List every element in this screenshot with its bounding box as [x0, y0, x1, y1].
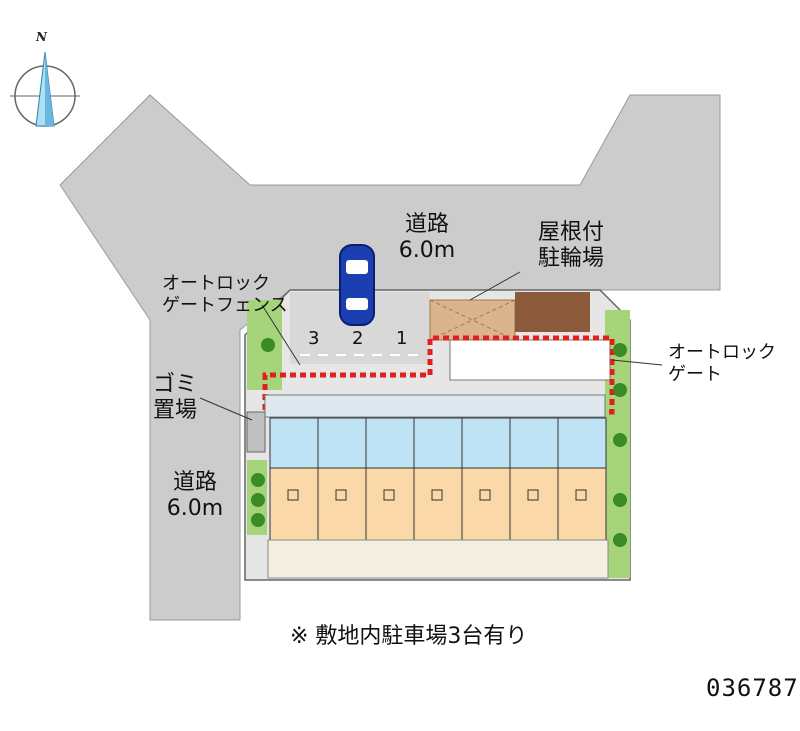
stair-area — [449, 339, 611, 381]
road-top — [59, 94, 721, 621]
bike-parking-label: 屋根付 駐輪場 — [516, 220, 626, 272]
tree-icon — [251, 493, 265, 507]
compass-north-label: N — [36, 30, 47, 44]
garbage-label-line1: ゴミ — [152, 372, 197, 397]
unit-entry — [317, 417, 367, 469]
unit-entry — [557, 417, 607, 469]
unit-entry — [269, 417, 319, 469]
leader-line-garbage — [199, 397, 253, 421]
unit-fixture — [383, 489, 395, 501]
compass-icon — [10, 51, 80, 127]
garbage-area — [246, 411, 266, 453]
tree-icon — [613, 533, 627, 547]
balcony-strip — [267, 539, 609, 579]
unit-fixture — [287, 489, 299, 501]
unit-entry — [461, 417, 511, 469]
autolock-fence-label-line2: ゲートフェンス — [162, 295, 288, 316]
property-id: 036787 — [706, 674, 799, 702]
parking-space-3: 3 — [308, 328, 320, 349]
bike-parking-label-line2: 駐輪場 — [537, 246, 604, 271]
autolock-fence-label-line1: オートロック — [162, 273, 270, 294]
unit-room — [461, 467, 511, 541]
garbage-label-line2: 置場 — [152, 398, 197, 423]
building-corridor — [264, 394, 606, 418]
road-left-label-line1: 道路 — [172, 470, 217, 495]
autolock-fence-label: オートロック ゲートフェンス — [162, 273, 288, 317]
unit-fixture — [431, 489, 443, 501]
bike-rack — [515, 292, 590, 332]
parking-space-2: 2 — [352, 328, 364, 349]
unit-fixture — [479, 489, 491, 501]
tree-icon — [251, 513, 265, 527]
bike-parking-label-line1: 屋根付 — [537, 220, 604, 245]
unit-fixture — [335, 489, 347, 501]
tree-icon — [613, 343, 627, 357]
leader-line-bike — [469, 271, 521, 301]
tree-icon — [613, 433, 627, 447]
unit-room — [365, 467, 415, 541]
autolock-gate-label-line1: オートロック — [668, 342, 776, 363]
road-left-label: 道路 6.0m — [150, 470, 240, 522]
tree-icon — [613, 383, 627, 397]
bike-roof-line — [429, 299, 516, 341]
unit-entry — [365, 417, 415, 469]
unit-room — [317, 467, 367, 541]
unit-fixture — [575, 489, 587, 501]
leader-line-gate — [611, 359, 663, 366]
road-top-label: 道路 6.0m — [382, 212, 472, 264]
tree-icon — [613, 493, 627, 507]
leader-line-fence — [261, 304, 301, 366]
car-icon — [339, 244, 375, 326]
unit-room — [413, 467, 463, 541]
unit-room — [269, 467, 319, 541]
unit-entry — [509, 417, 559, 469]
tree-icon — [251, 473, 265, 487]
garbage-label: ゴミ 置場 — [145, 372, 205, 424]
footnote: ※ 敷地内駐車場3台有り — [290, 624, 528, 649]
units-group — [269, 417, 607, 541]
autolock-gate-label-line2: ゲート — [668, 364, 722, 385]
road-top-label-line2: 6.0m — [398, 238, 456, 263]
bike-roof-line — [429, 299, 516, 341]
tree-icon — [261, 338, 275, 352]
road-top-label-line1: 道路 — [404, 212, 449, 237]
parking-space-1: 1 — [396, 328, 408, 349]
unit-fixture — [527, 489, 539, 501]
unit-room — [509, 467, 559, 541]
autolock-fence-line — [262, 335, 615, 415]
autolock-gate-label: オートロック ゲート — [668, 342, 776, 386]
unit-entry — [413, 417, 463, 469]
unit-room — [557, 467, 607, 541]
road-left-label-line2: 6.0m — [166, 496, 224, 521]
